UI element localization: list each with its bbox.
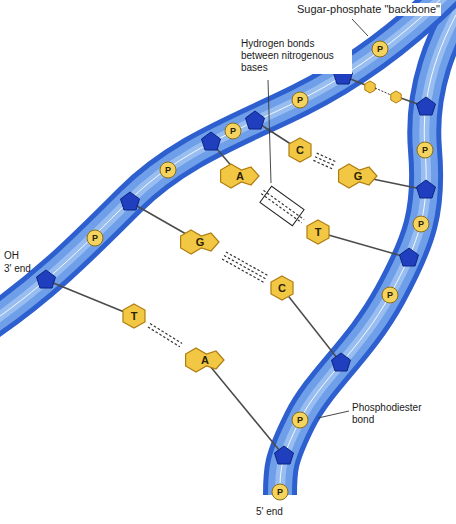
phosphate-group: P <box>416 141 434 159</box>
phosphate-circle <box>160 162 176 178</box>
pyrimidine-base: C <box>269 275 295 301</box>
left-strand <box>0 0 450 330</box>
callout-label: Hydrogen bonds between nitrogenous bases <box>240 38 352 74</box>
callout-label: Phosphodiester bond <box>352 402 432 426</box>
phosphate-group: P <box>86 229 104 247</box>
base-double-ring <box>339 164 377 188</box>
phosphate-group: P <box>159 161 177 179</box>
phosphate-circle <box>292 92 308 108</box>
base-letter: P <box>230 127 236 136</box>
pyrimidine-base: T <box>305 219 331 245</box>
phosphate-circle <box>372 41 388 57</box>
phosphate-group: P <box>371 40 389 58</box>
base-ring <box>123 304 145 328</box>
base-double-ring <box>181 230 219 254</box>
pyrimidine-base: C <box>287 137 313 163</box>
base-letter: P <box>387 291 393 300</box>
base-sticks <box>46 76 426 456</box>
base-letter: C <box>296 145 304 156</box>
purine-base: G <box>336 162 380 190</box>
base-letter: G <box>354 171 363 182</box>
phosphate-circle <box>382 287 398 303</box>
base-letter: P <box>165 166 171 175</box>
base-letter: C <box>278 283 286 294</box>
base-letter: T <box>131 311 138 322</box>
base-letter: P <box>297 416 303 425</box>
purine-base: A <box>218 162 262 190</box>
phosphate-circle <box>87 230 103 246</box>
hydrogen-bond <box>148 324 182 347</box>
phosphate-group: P <box>381 286 399 304</box>
phosphate-circle <box>225 123 241 139</box>
phosphate-group: P <box>291 91 309 109</box>
base-letter: P <box>377 45 383 54</box>
base-letter: A <box>236 171 244 182</box>
callout-label: 3' end <box>4 263 31 275</box>
callout-label: Sugar-phosphate "backbone" <box>296 3 441 16</box>
base-letter: P <box>92 234 98 243</box>
base-letter: P <box>418 220 424 229</box>
phosphate-group: P <box>224 122 242 140</box>
base-ring <box>307 220 329 244</box>
phosphate-group: P <box>291 411 309 429</box>
phosphate-circle <box>292 412 308 428</box>
hydrogen-bond <box>313 153 335 169</box>
leader-lines <box>268 19 368 418</box>
phosphate-circle <box>272 484 288 500</box>
base-letter: P <box>297 96 303 105</box>
hydrogen-bond <box>222 252 269 283</box>
base-letter: A <box>201 355 209 366</box>
purine-base: A <box>183 346 227 374</box>
hydrogen-bond <box>261 190 304 222</box>
phosphate-group: P <box>412 215 430 233</box>
base-letter: P <box>422 146 428 155</box>
base-letter: T <box>315 227 322 238</box>
hydrogen-bond-box <box>260 186 304 226</box>
callout-label: 5' end <box>256 506 283 518</box>
base-double-ring <box>186 348 224 372</box>
phosphate-circle <box>417 142 433 158</box>
base-ring <box>271 276 293 300</box>
base-double-ring <box>221 164 259 188</box>
base-ring <box>289 138 311 162</box>
base-letter: P <box>277 488 283 497</box>
pyrimidine-base: T <box>121 303 147 329</box>
sugars <box>37 66 436 464</box>
base-letter: G <box>196 237 205 248</box>
callout-label: OH <box>4 250 19 262</box>
phosphate-group: P <box>271 483 289 501</box>
small-base-pair <box>365 81 401 103</box>
phosphate-circle <box>413 216 429 232</box>
purine-base: G <box>178 228 222 256</box>
